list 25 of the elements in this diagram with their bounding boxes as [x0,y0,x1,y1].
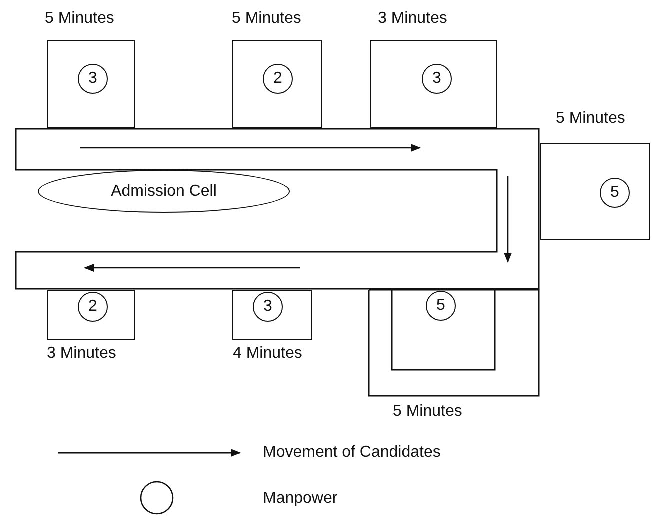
duration-label: 5 Minutes [556,110,626,128]
duration-label: 3 Minutes [378,10,448,28]
station-box [47,290,135,340]
station-box [232,40,322,128]
manpower-circle: 3 [78,64,108,94]
station-box [232,290,312,340]
duration-label: 5 Minutes [393,403,462,421]
manpower-circle: 2 [78,292,108,322]
manpower-circle: 2 [263,64,293,94]
duration-label: 5 Minutes [232,10,302,28]
manpower-circle: 5 [426,291,456,321]
manpower-circle: 3 [253,292,283,322]
duration-label: 3 Minutes [47,345,116,363]
station-box [368,290,540,398]
duration-label: 4 Minutes [233,345,302,363]
manpower-circle: 5 [600,178,630,208]
manpower-circle: 3 [422,64,452,94]
station-box [540,143,650,240]
legend-label: Manpower [263,490,338,508]
duration-label: 5 Minutes [45,10,114,28]
station-box [47,40,135,128]
legend-label: Movement of Candidates [263,444,441,462]
cell-ellipse: Admission Cell [38,170,290,213]
station-box [370,40,497,128]
corridor-band [15,128,540,290]
